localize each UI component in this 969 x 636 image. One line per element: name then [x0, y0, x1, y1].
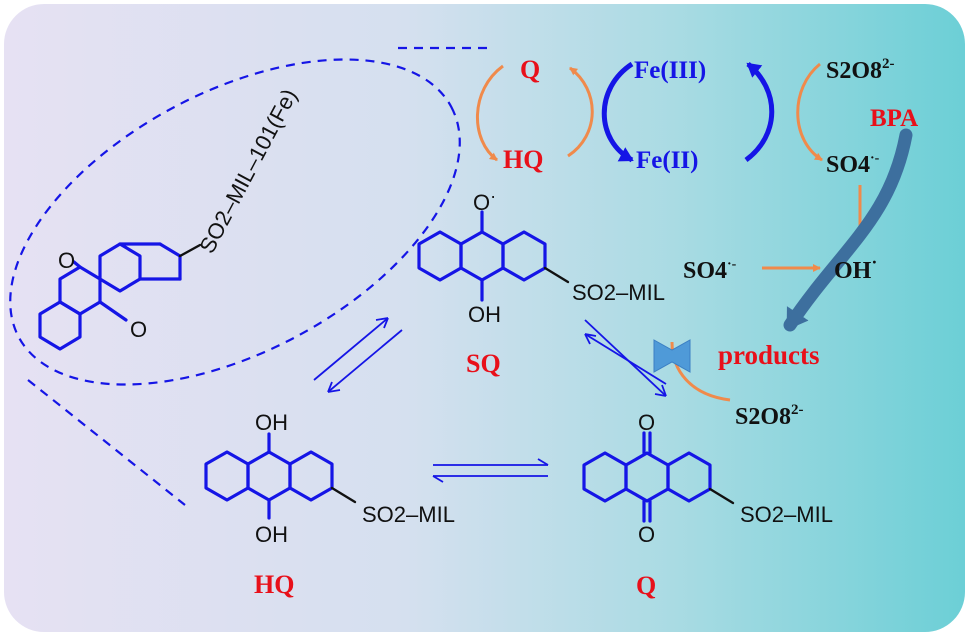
eq-sq-to-q-head	[654, 384, 667, 397]
sq-substituent: SO2–MIL	[572, 280, 665, 305]
q-to-hq-arrow	[476, 64, 504, 162]
hydroxyl-radical-label: OH·	[834, 252, 877, 284]
equilibrium-hq-q	[432, 458, 549, 483]
hq-substituent-bond	[330, 486, 357, 504]
hq-name: HQ	[254, 570, 294, 599]
eq-q-to-hq-head	[432, 475, 444, 483]
inset-bond-c	[158, 242, 182, 258]
hq-substituent: SO2–MIL	[362, 502, 455, 527]
bowtie-symbol	[653, 339, 691, 373]
products-label: products	[718, 340, 820, 370]
persulfate-bottom-label: S2O82-	[735, 402, 804, 430]
fe3-label: Fe(III)	[634, 57, 706, 84]
bpa-degradation-arrow	[783, 128, 913, 332]
inset-ring-right	[98, 242, 142, 293]
equilibrium-sq-hq	[313, 317, 403, 393]
hq-ring-right	[288, 450, 334, 502]
hq-top-hydroxyl: OH	[255, 410, 288, 435]
q-substituent: SO2–MIL	[740, 502, 833, 527]
fe3-to-fe2-arrow	[601, 61, 634, 163]
bpa-label: BPA	[870, 105, 918, 132]
eq-hq-to-sq-head	[375, 317, 389, 329]
persulfate-activation: S2O82- SO4·- BPA	[796, 56, 918, 241]
quinone-cycle: Q HQ	[476, 55, 594, 174]
q-bottom-oxygen: O	[638, 522, 655, 547]
fe2-label: Fe(II)	[636, 147, 698, 174]
hq-bottom-hydroxyl: OH	[255, 522, 288, 547]
eq-sq-to-hq-head	[327, 381, 341, 393]
eq-q-to-sq-head	[584, 333, 597, 345]
q-structure: O O SO2–MIL Q	[582, 410, 833, 600]
inset-carbonyl-bottom	[98, 300, 128, 322]
inset-top-oxygen: O	[58, 248, 75, 273]
inset-dashed-ellipse	[9, 58, 461, 386]
q-top-oxygen: O	[638, 410, 655, 435]
inset-connector-bottom	[27, 379, 186, 506]
background-panel	[4, 4, 965, 632]
equilibrium-sq-q	[584, 319, 667, 397]
iron-cycle: Fe(III) Fe(II)	[601, 57, 775, 174]
sq-hydroxyl: OH	[468, 302, 501, 327]
sulfate-radical-top-label: SO4·-	[826, 151, 880, 178]
eq-sq-to-hq-line	[327, 329, 403, 393]
radical-conversion: SO4·- OH· products S2O82-	[653, 252, 877, 430]
q-name: Q	[636, 571, 656, 600]
hq-to-q-arrow	[567, 66, 594, 158]
eq-q-to-sq-line	[584, 333, 667, 385]
eq-hq-to-q-head	[537, 458, 549, 466]
inset-substituent-bond	[178, 243, 202, 258]
q-ring-right	[666, 451, 712, 503]
fe2-to-fe3-arrow	[744, 62, 775, 163]
sq-name: SQ	[466, 349, 501, 378]
sulfate-radical-mid-label: SO4·-	[683, 257, 737, 284]
inset-carbonyl-top	[72, 260, 82, 269]
sq-top-oxygen: O·	[473, 186, 496, 215]
persulfate-to-sulfate-arrow	[796, 62, 823, 162]
sq-ring-right	[501, 230, 547, 282]
persulfate-top-label: S2O82-	[826, 56, 895, 84]
sq-structure: O· OH SO2–MIL SQ	[417, 186, 665, 378]
hq-structure: OH OH SO2–MIL HQ	[204, 410, 455, 599]
sq-substituent-bond	[543, 266, 570, 284]
eq-hq-to-sq-line	[313, 317, 389, 381]
cycle-q-label: Q	[520, 55, 540, 84]
inset-bottom-oxygen: O	[130, 317, 147, 342]
cycle-hq-label: HQ	[503, 145, 543, 174]
q-substituent-bond	[708, 487, 735, 505]
